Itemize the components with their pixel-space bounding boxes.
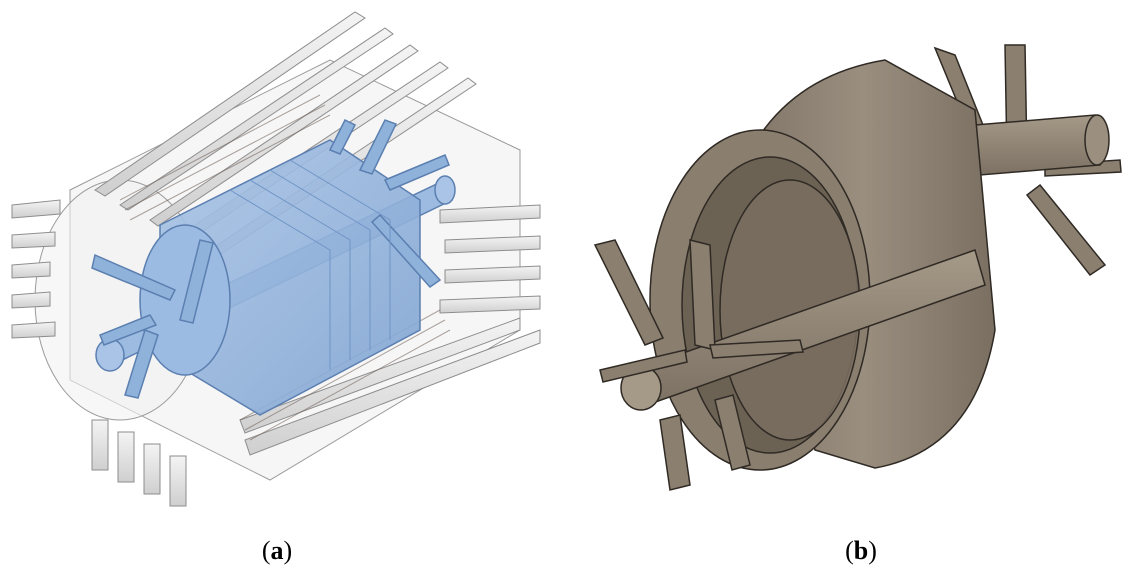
housing-rotor-drawing xyxy=(11,11,541,507)
housing-fins-left xyxy=(11,199,61,339)
panel-b-solid-rotor xyxy=(575,0,1145,530)
caption-a-letter: a xyxy=(270,536,284,565)
shaft-back xyxy=(974,114,1110,176)
rotor-blades-front xyxy=(593,239,804,491)
shaft xyxy=(620,249,986,411)
housing-fins-right xyxy=(239,204,541,456)
caption-b-open: ( xyxy=(845,536,854,565)
housing-fins-bottom xyxy=(91,419,187,507)
caption-b-letter: b xyxy=(853,536,869,565)
solid-rotor-drawing xyxy=(593,44,1122,491)
caption-panel-a: (a) xyxy=(237,536,317,566)
caption-a-close: ) xyxy=(283,536,293,565)
caption-b-close: ) xyxy=(868,536,877,565)
caption-a-open: ( xyxy=(261,536,271,565)
rotor-drum xyxy=(649,59,996,471)
rotor xyxy=(91,118,456,416)
panel-a-housing-with-rotor xyxy=(0,0,560,530)
caption-panel-b: (b) xyxy=(821,536,901,566)
